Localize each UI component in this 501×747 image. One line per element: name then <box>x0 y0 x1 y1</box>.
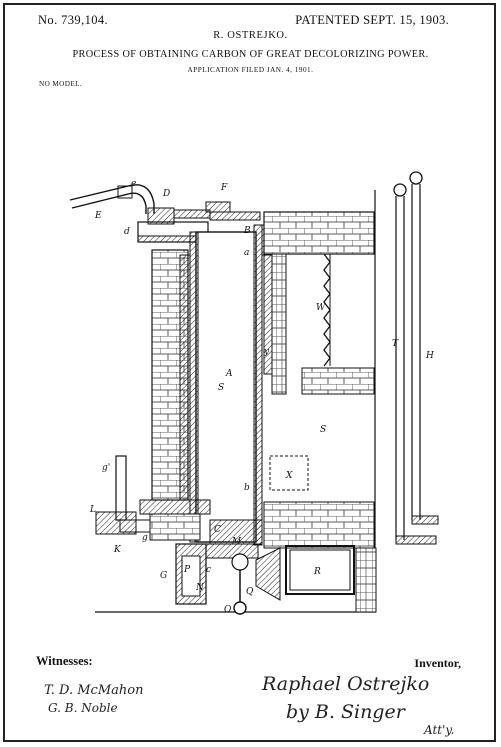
mid-brick-shelf <box>301 367 375 395</box>
label-e: e <box>131 179 136 189</box>
inlet-pipe-inner <box>71 192 147 214</box>
patent-date: PATENTED SEPT. 15, 1903. <box>295 13 449 27</box>
label-O: O <box>224 605 232 615</box>
label-G: G <box>160 571 167 581</box>
label-Q: Q <box>246 587 254 597</box>
witness-2-signature: G. B. Noble <box>48 701 118 715</box>
label-M: M <box>231 537 242 547</box>
witnesses-label: Witnesses: <box>36 654 93 668</box>
attorney-signature: by B. Singer <box>286 701 407 723</box>
label-K: K <box>113 545 122 555</box>
application-filed: APPLICATION FILED JAN. 4, 1901. <box>187 66 314 74</box>
outlet-tube-g1 <box>115 455 127 521</box>
label-y: y <box>263 347 270 357</box>
label-T: T <box>392 339 399 349</box>
model-note: NO MODEL. <box>39 80 83 88</box>
patent-number: No. 739,104. <box>38 13 109 27</box>
witness-1-signature: T. D. McMahon <box>44 683 143 698</box>
x-box <box>269 455 309 491</box>
label-S: S <box>218 383 224 393</box>
label-R: R <box>313 567 321 577</box>
label-b: b <box>244 483 250 493</box>
label-F: F <box>220 183 228 193</box>
tube-h-top <box>409 171 423 185</box>
label-A: A <box>225 369 233 379</box>
label-B: B <box>243 226 251 236</box>
inventor-signature: Raphael Ostrejko <box>261 673 429 695</box>
inventor-short: R. OSTREJKO. <box>213 30 288 41</box>
label-E: E <box>94 211 102 221</box>
attorney-suffix: Att'y. <box>423 723 454 737</box>
drawing-frame <box>3 3 496 742</box>
label-D: D <box>162 189 170 199</box>
patent-title: PROCESS OF OBTAINING CARBON OF GREAT DEC… <box>72 49 429 60</box>
label-S2: S <box>320 425 326 435</box>
flange-f <box>205 201 231 213</box>
label-C: C <box>214 525 221 535</box>
receiver-r <box>285 545 355 595</box>
retort-a <box>195 231 257 543</box>
label-g: g <box>142 533 148 543</box>
inlet-pipe-outer <box>69 184 155 214</box>
label-g1: g' <box>102 463 110 473</box>
label-P: P <box>183 565 191 575</box>
funnel <box>255 547 281 601</box>
label-W: W <box>316 303 326 313</box>
label-L: L <box>89 505 96 515</box>
tube-t-top <box>393 183 407 197</box>
lower-brick-block <box>263 501 375 549</box>
valve-o <box>233 601 247 615</box>
upper-brick-block <box>263 211 375 255</box>
label-c: c <box>206 565 211 575</box>
label-d: d <box>124 227 130 237</box>
label-H: H <box>425 351 434 361</box>
inventor-label: Inventor, <box>414 656 461 670</box>
label-a: a <box>244 248 249 258</box>
valve-c <box>231 553 249 571</box>
label-N: N <box>195 583 205 593</box>
label-X: X <box>285 471 293 481</box>
brick-column <box>271 253 287 395</box>
